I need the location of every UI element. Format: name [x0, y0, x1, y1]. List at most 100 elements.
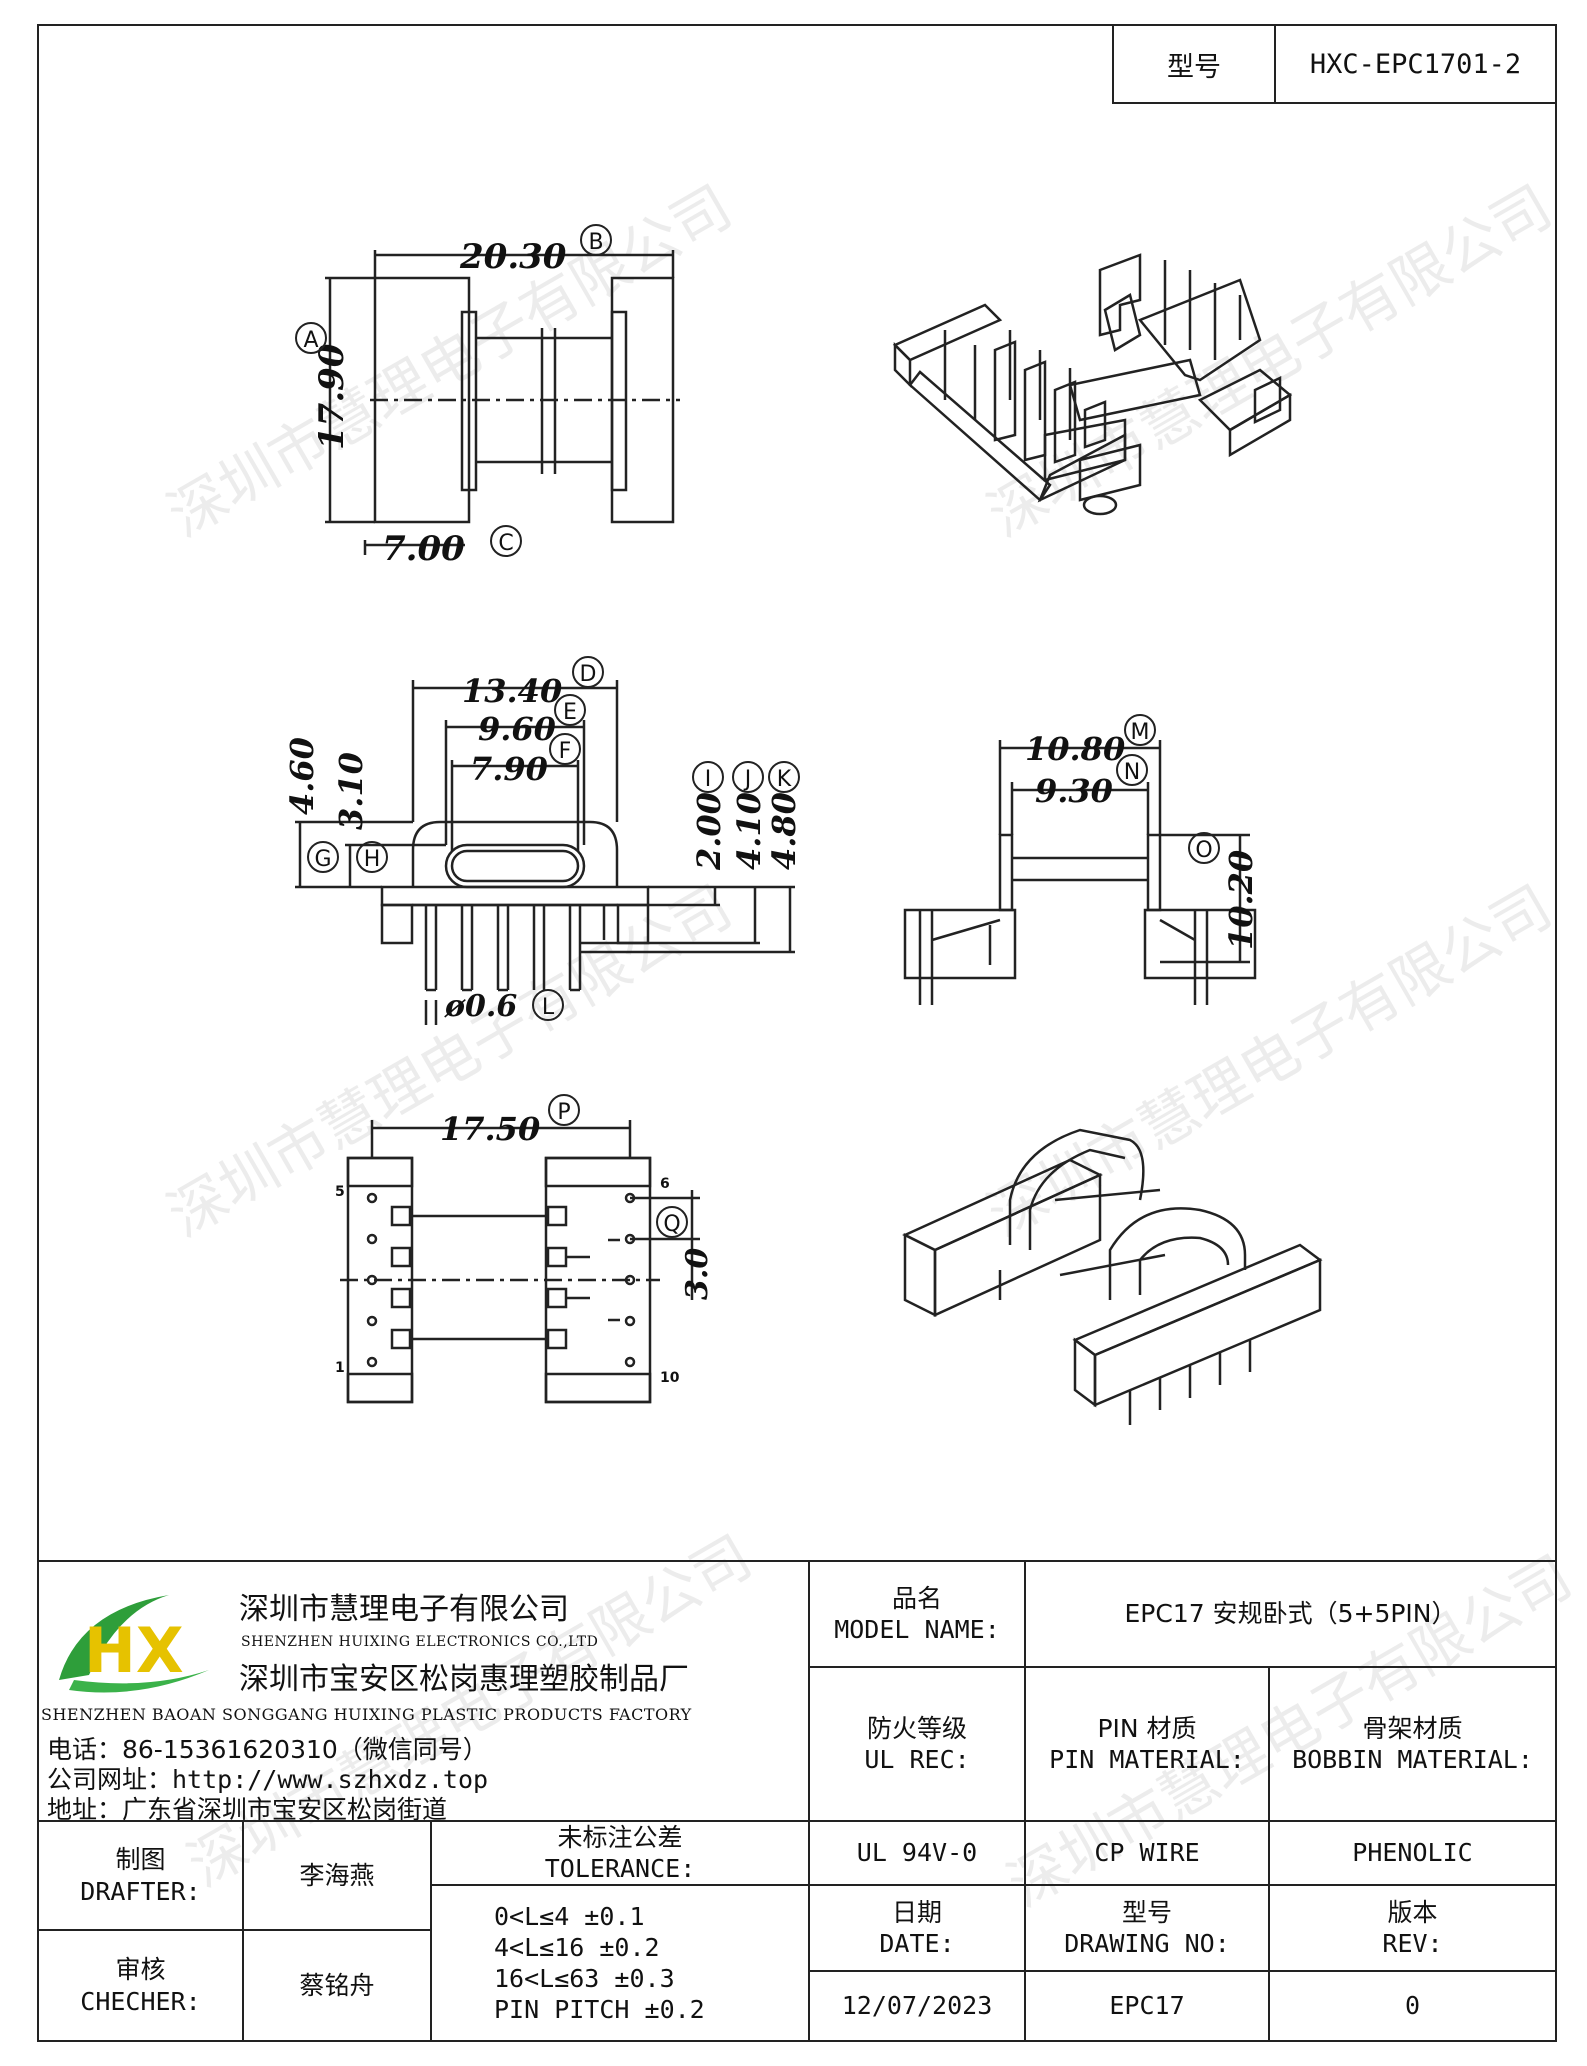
dim-C-letter: C [498, 531, 513, 556]
dim-F-letter: F [559, 739, 572, 764]
drawing-no-label-cn: 型号 [1121, 1897, 1172, 1927]
date-value: 12/07/2023 [808, 1970, 1026, 2042]
dim-F-callout: F [549, 733, 581, 765]
drafter-name: 李海燕 [242, 1820, 432, 1931]
company-website: 公司网址：http://www.szhxdz.top [47, 1765, 489, 1794]
drawing-no-value-text: EPC17 [1109, 1991, 1185, 2021]
drafter-label-en: DRAFTER: [80, 1876, 201, 1906]
company-logo-icon: HX [59, 1595, 209, 1693]
drawing-no-value: EPC17 [1024, 1970, 1270, 2042]
bobbin-material-value: PHENOLIC [1268, 1820, 1557, 1886]
dim-I-value: 2.00 [690, 792, 728, 871]
model-name-label-cn: 品名 [891, 1583, 942, 1613]
rev-value-text: 0 [1404, 1991, 1421, 2021]
tolerance-label-cn: 未标注公差 [557, 1822, 683, 1852]
company-phone: 电话：86-15361620310（微信同号） [47, 1735, 488, 1764]
ul-rec-label-en: UL REC: [864, 1745, 970, 1774]
bottom-view [340, 1120, 700, 1404]
dim-A-letter: A [303, 328, 318, 353]
title-block: HX 深圳市慧理电子有限公司 SHENZHEN HUIXING ELECTRON… [37, 1560, 1557, 2042]
checker-label-en: CHECHER: [80, 1986, 201, 2016]
model-name-label: 品名 MODEL NAME: [808, 1560, 1026, 1668]
technical-drawing: 20.30 B 17.90 A 7.00 C [283, 224, 1323, 1425]
dim-E-letter: E [563, 700, 577, 725]
checker-label: 审核 CHECHER: [37, 1929, 244, 2042]
checker-label-cn: 审核 [115, 1955, 166, 1985]
dim-G-letter: G [314, 847, 331, 872]
drafter-label-cn: 制图 [115, 1845, 166, 1875]
bobbin-material-value-text: PHENOLIC [1352, 1838, 1473, 1868]
date-value-text: 12/07/2023 [841, 1991, 993, 2021]
part-number-value: HXC-EPC1701-2 [1309, 48, 1522, 80]
dim-K-callout: K [768, 761, 800, 793]
iso-view-1 [892, 253, 1293, 516]
side-view [903, 740, 1257, 1005]
tolerance-item: PIN PITCH ±0.2 [494, 1995, 705, 2025]
dim-J-value: 4.10 [730, 792, 768, 870]
tolerance-list: 0<L≤4 ±0.1 4<L≤16 ±0.2 16<L≤63 ±0.3 PIN … [430, 1884, 810, 2042]
dim-B-callout: B [580, 224, 612, 256]
pin-label-10: 10 [660, 1370, 680, 1386]
pin-label-5: 5 [335, 1184, 345, 1200]
ul-rec-label-cn: 防火等级 [866, 1713, 967, 1743]
tolerance-item: 4<L≤16 ±0.2 [494, 1932, 660, 1962]
dim-Q-value: 3.0 [680, 1248, 715, 1300]
dim-I-letter: I [705, 767, 712, 792]
dim-G-callout: G [307, 841, 339, 873]
dim-O-value: 10.20 [1222, 850, 1260, 950]
dim-J-letter: J [743, 767, 752, 792]
dim-D-letter: D [580, 662, 597, 687]
dim-P-value: 17.50 [440, 1110, 540, 1148]
logo-text: HX [84, 1614, 184, 1687]
bobbin-material-label-en: BOBBIN MATERIAL: [1292, 1745, 1533, 1774]
dim-E-callout: E [554, 694, 586, 726]
dim-M-letter: M [1131, 720, 1150, 745]
dim-H-letter: H [364, 847, 381, 872]
pin-label-6: 6 [660, 1176, 670, 1192]
dim-F-value: 7.90 [470, 750, 548, 788]
date-label-cn: 日期 [891, 1897, 942, 1927]
dim-J-callout: J [732, 761, 764, 793]
dim-N-value: 9.30 [1035, 772, 1113, 810]
model-name-label-en: MODEL NAME: [834, 1615, 1000, 1644]
factory-name-en: SHENZHEN BAOAN SONGGANG HUIXING PLASTIC … [41, 1705, 692, 1724]
dim-B-letter: B [588, 230, 603, 255]
company-address: 地址：广东省深圳市宝安区松岗街道 [47, 1795, 448, 1824]
dim-K-letter: K [777, 767, 792, 792]
drafter-label: 制图 DRAFTER: [37, 1820, 244, 1931]
dim-E-value: 9.60 [478, 710, 556, 748]
rev-label-en: REV: [1382, 1929, 1443, 1958]
dim-M-value: 10.80 [1025, 730, 1125, 768]
pin-material-value: CP WIRE [1024, 1820, 1270, 1886]
pin-material-value-text: CP WIRE [1094, 1838, 1200, 1868]
dim-N-callout: N [1116, 754, 1148, 786]
dim-G-value: 4.60 [283, 737, 321, 815]
drawing-no-label: 型号 DRAWING NO: [1024, 1884, 1270, 1972]
tolerance-label-en: TOLERANCE: [544, 1854, 696, 1883]
dim-D-value: 13.40 [462, 672, 562, 710]
dim-Q-callout: Q [656, 1206, 688, 1238]
model-name-value-text: EPC17 安规卧式（5+5PIN） [1124, 1599, 1457, 1629]
dim-I-callout: I [692, 761, 724, 793]
dim-A-callout: A [295, 322, 327, 354]
dim-P-callout: P [548, 1094, 580, 1126]
dim-O-callout: O [1188, 832, 1220, 864]
date-label-en: DATE: [879, 1929, 955, 1958]
dim-A-value: 17.90 [312, 343, 352, 450]
bobbin-material-label: 骨架材质 BOBBIN MATERIAL: [1268, 1666, 1557, 1822]
pin-material-label-en: PIN MATERIAL: [1049, 1745, 1245, 1774]
rev-label: 版本 REV: [1268, 1884, 1557, 1972]
dim-Q-letter: Q [663, 1212, 680, 1237]
rev-label-cn: 版本 [1387, 1897, 1438, 1927]
tolerance-label: 未标注公差 TOLERANCE: [430, 1820, 810, 1886]
factory-name-cn: 深圳市宝安区松岗惠理塑胶制品厂 [239, 1662, 689, 1697]
drawing-no-label-en: DRAWING NO: [1064, 1929, 1230, 1958]
company-name-en: SHENZHEN HUIXING ELECTRONICS CO.,LTD [241, 1634, 599, 1650]
front-view [295, 680, 795, 1025]
tolerance-item: 16<L≤63 ±0.3 [494, 1964, 675, 1993]
checker-name: 蔡铭舟 [242, 1929, 432, 2042]
dim-L-letter: L [542, 995, 555, 1020]
pin-label-1: 1 [335, 1360, 345, 1376]
dim-L-value: ø0.6 [444, 989, 517, 1024]
dim-B-value: 20.30 [459, 237, 567, 277]
